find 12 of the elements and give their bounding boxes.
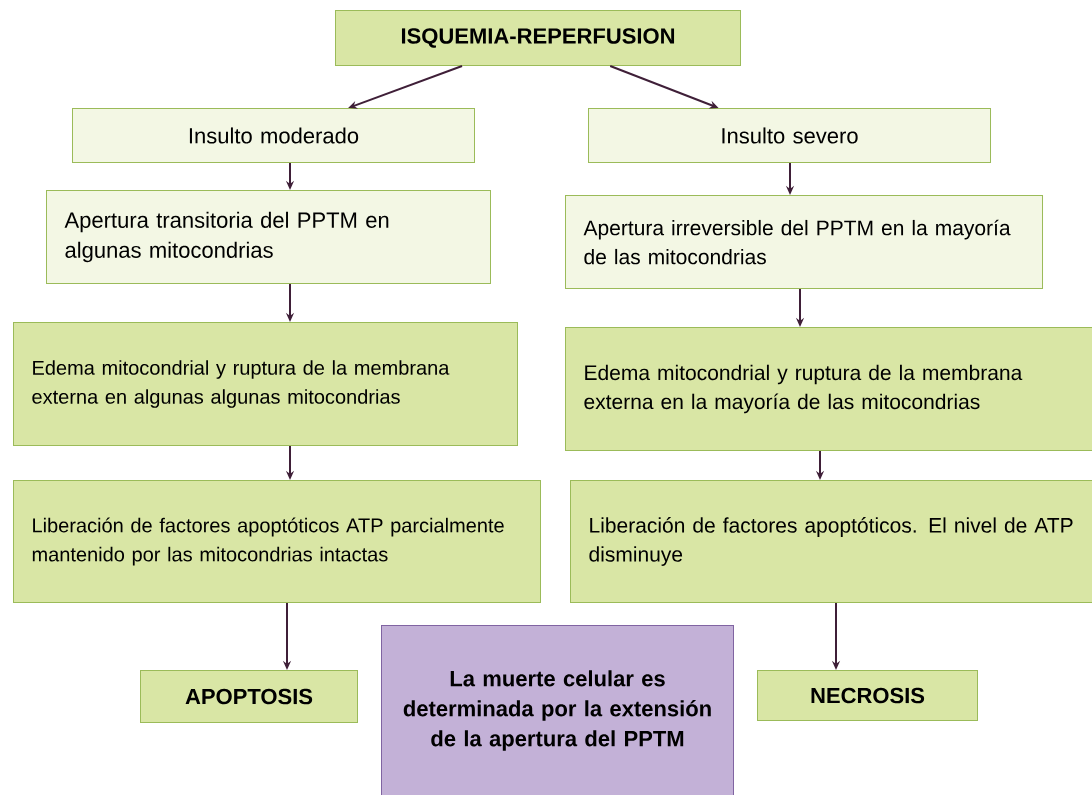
process-box: Edema mitocondrial y ruptura de la membrana externa en la mayoría de las mitocondrias [565, 327, 1092, 451]
outcome-box: APOPTOSIS [140, 670, 358, 723]
process-box: Insulto moderado [72, 108, 475, 163]
title-box: ISQUEMIA-REPERFUSION [335, 10, 741, 66]
process-box: Apertura irreversible del PPTM en la mayoría de las mitocondrias [565, 195, 1043, 289]
note-box: La muerte celular es determinada por la extensión de la apertura del PPTM [381, 625, 734, 795]
process-box: Insulto severo [588, 108, 991, 163]
process-box: Apertura transitoria del PPTM en algunas mitocondrias [46, 190, 491, 284]
outcome-box: NECROSIS [757, 670, 978, 721]
process-box: Edema mitocondrial y ruptura de la membrana externa en algunas algunas mitocondrias [13, 322, 518, 446]
process-box: Liberación de factores apoptóticos. El nivel de ATP disminuye [570, 480, 1092, 603]
process-box: Liberación de factores apoptóticos ATP parcialmente mantenido por las mitocondrias intactas [13, 480, 541, 603]
